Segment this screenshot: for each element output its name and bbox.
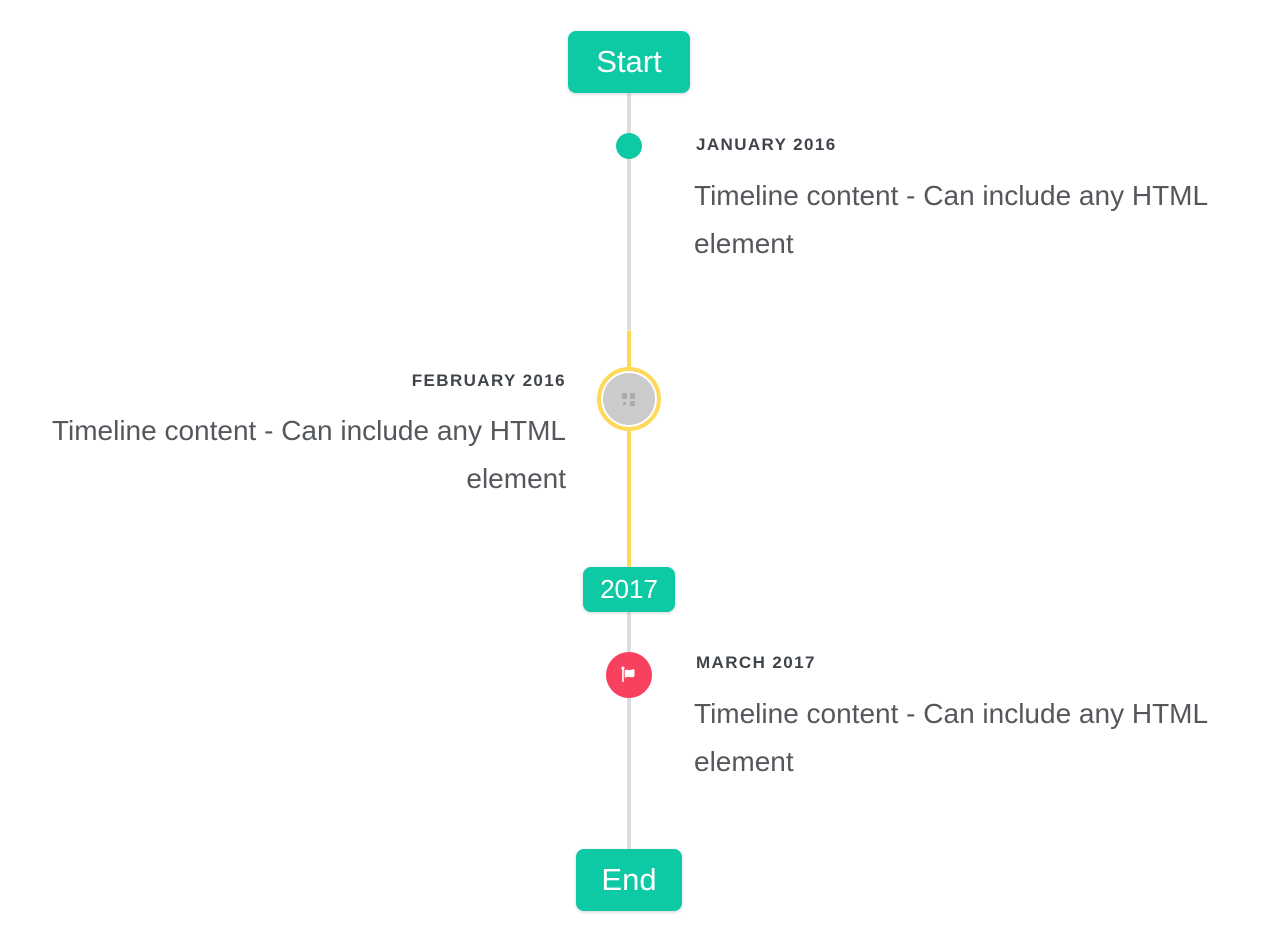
timeline-marker-january-dot xyxy=(616,133,642,159)
timeline-year-label: 2017 xyxy=(600,574,658,604)
timeline-item-date: JANUARY 2016 xyxy=(696,135,837,154)
timeline-line-segment-bottom xyxy=(627,612,631,849)
timeline-marker-march-flag-circle xyxy=(606,652,652,698)
timeline-marker-february-image-circle xyxy=(597,367,661,431)
timeline-start-badge[interactable]: Start xyxy=(568,31,690,93)
timeline-end-badge[interactable]: End xyxy=(576,849,682,911)
flag-icon xyxy=(618,664,640,686)
timeline-item-content: Timeline content - Can include any HTML … xyxy=(694,180,1208,259)
broken-image-icon xyxy=(621,391,637,407)
timeline-item-content: Timeline content - Can include any HTML … xyxy=(51,415,566,494)
timeline-line-segment-highlight xyxy=(627,330,631,567)
timeline-item-content: Timeline content - Can include any HTML … xyxy=(694,698,1208,777)
timeline-item-date: FEBRUARY 2016 xyxy=(411,371,566,390)
timeline-item-date: MARCH 2017 xyxy=(696,653,816,672)
timeline-start-label: Start xyxy=(596,44,662,79)
timeline-year-badge[interactable]: 2017 xyxy=(583,567,675,612)
timeline-end-label: End xyxy=(601,862,657,897)
timeline-line-segment-top xyxy=(627,93,631,330)
